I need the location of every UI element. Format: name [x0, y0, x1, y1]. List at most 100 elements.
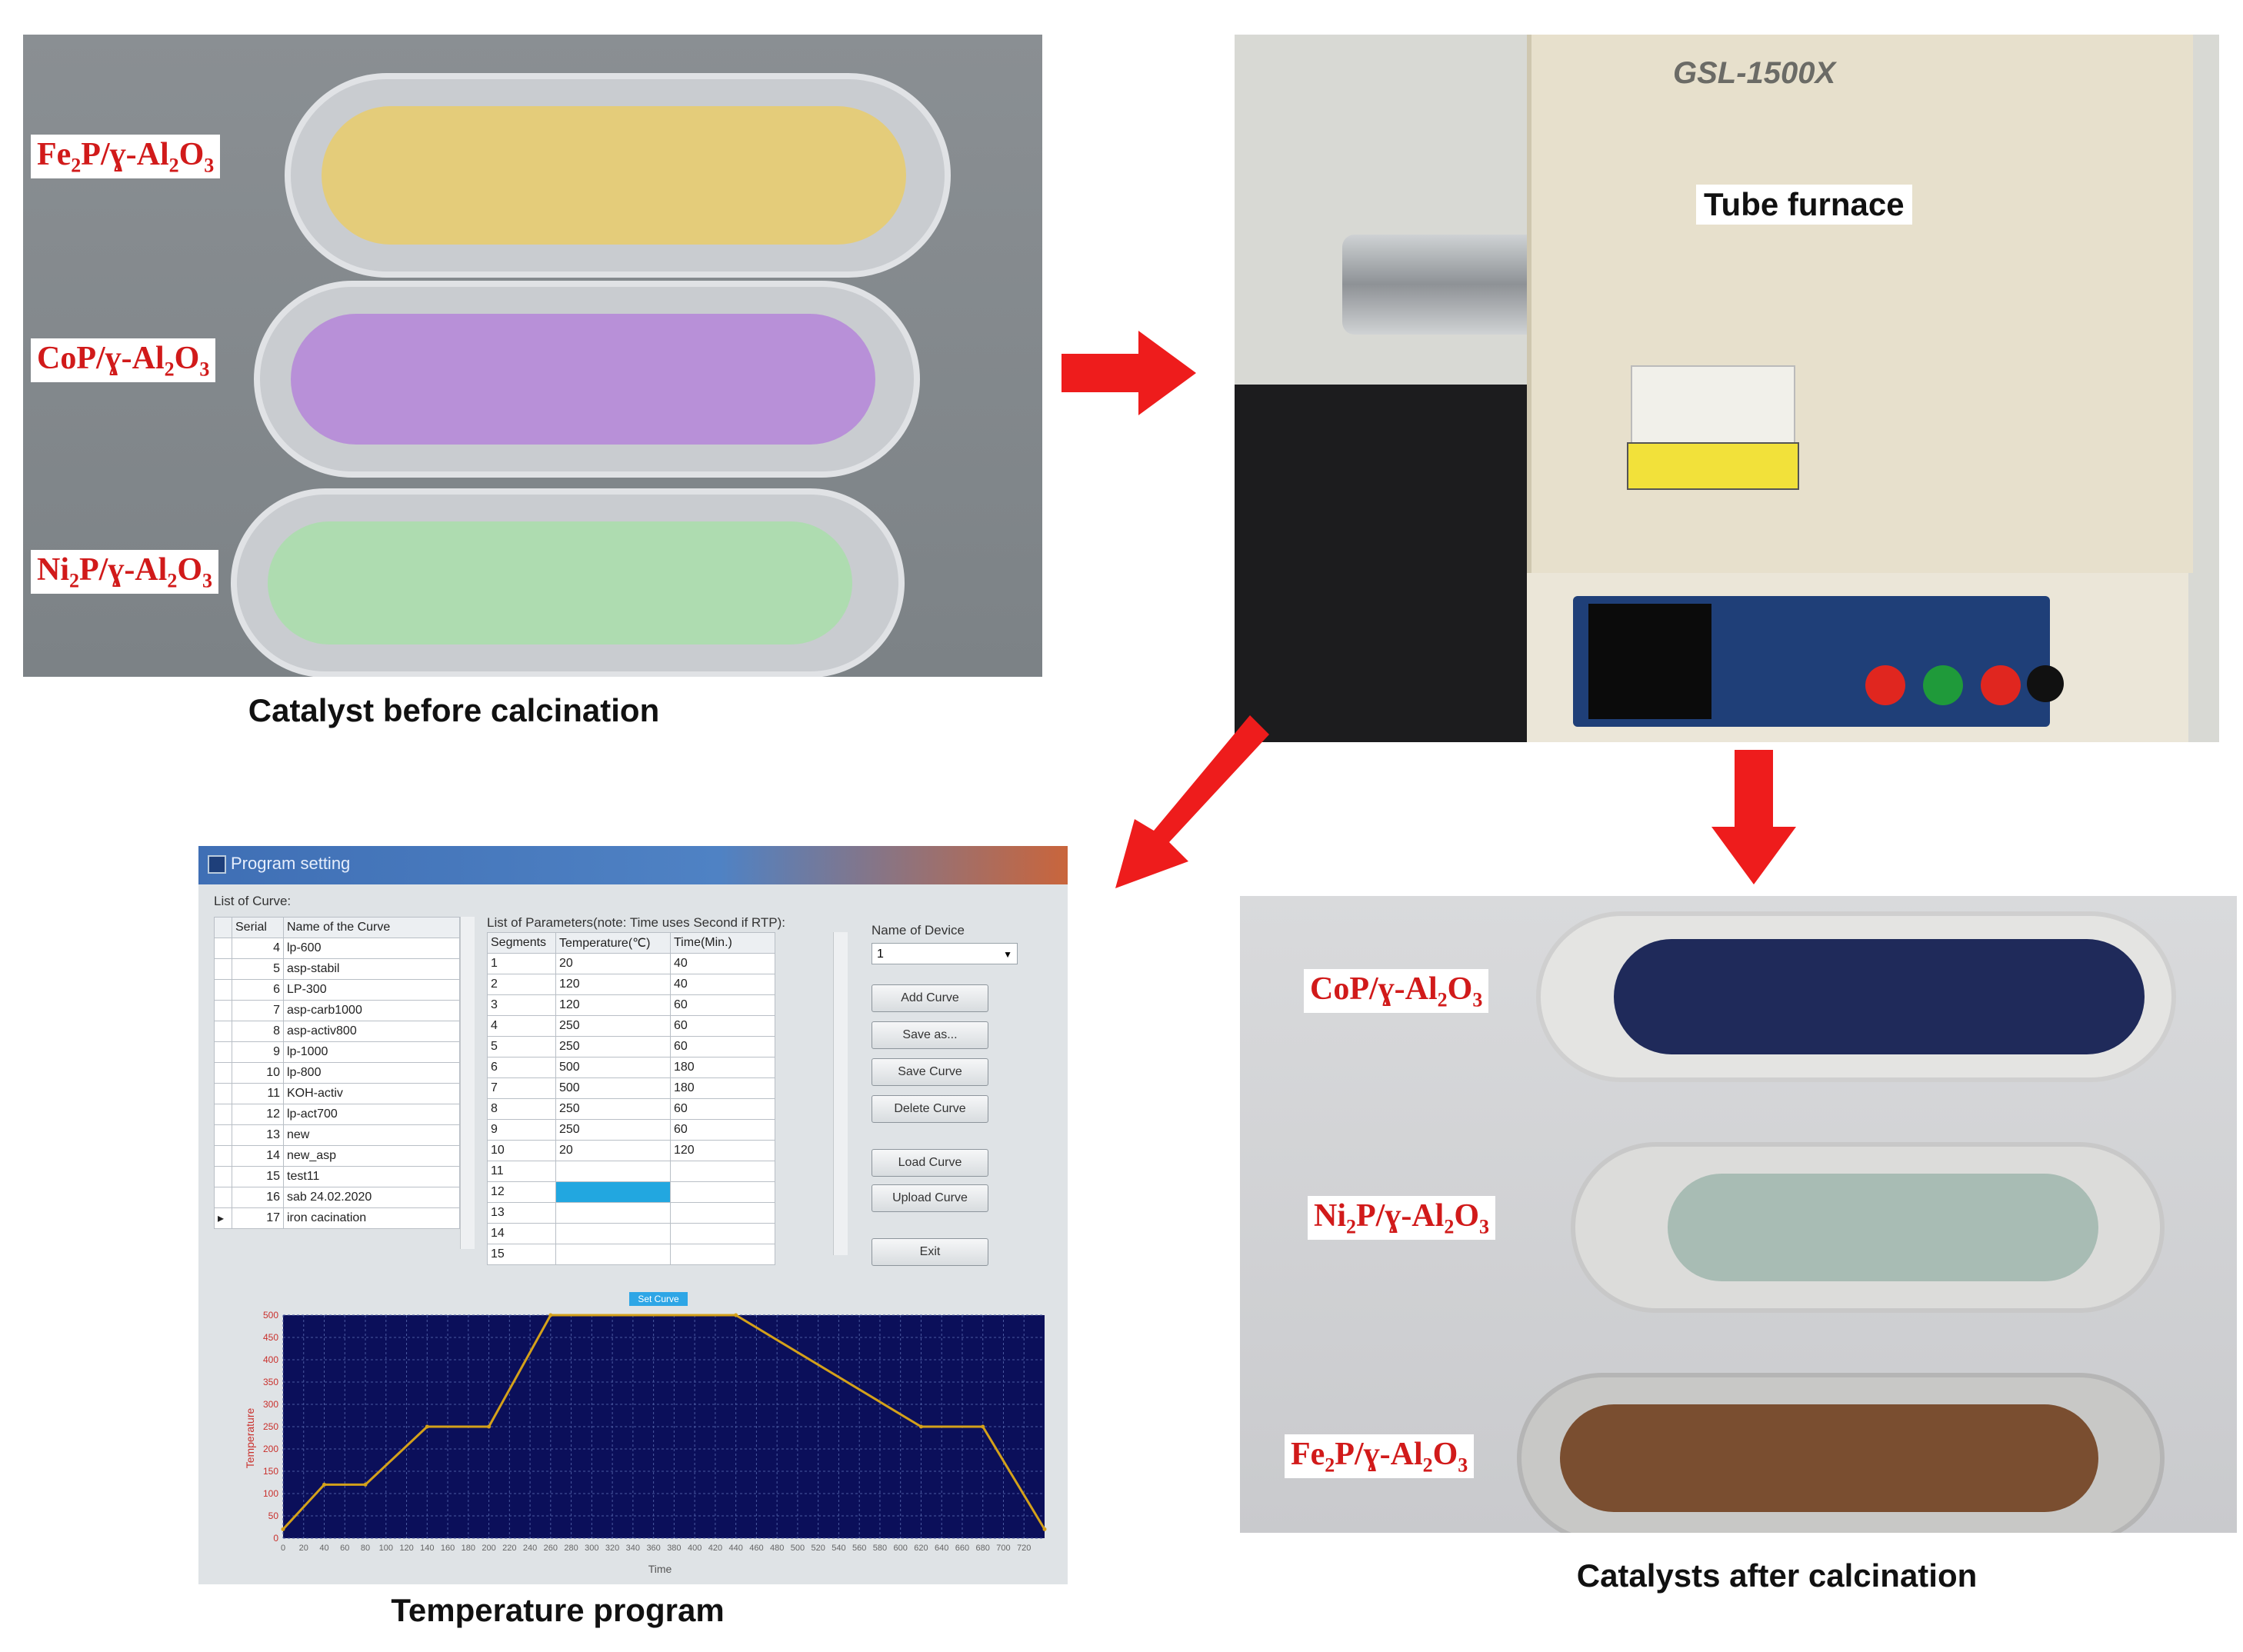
laptop [1235, 385, 1542, 742]
knob [2027, 665, 2064, 702]
label-before-ni2p: Ni2P/ɣ-Al2O3 [31, 550, 218, 595]
table-row[interactable]: 13 [487, 1202, 775, 1224]
list-of-params-label: List of Parameters(note: Time uses Secon… [487, 915, 786, 930]
table-row[interactable]: 11 [487, 1161, 775, 1182]
params-table-scrollbar[interactable] [833, 932, 848, 1255]
caption-after: Catalysts after calcination [1576, 1557, 1978, 1594]
boat-after-fe2p [1517, 1373, 2165, 1533]
x-tick-label: 220 [502, 1544, 516, 1553]
boat-after-cop [1536, 911, 2176, 1082]
label-after-fe2p: Fe2P/ɣ-Al2O3 [1285, 1434, 1475, 1479]
list-of-curve-label: List of Curve: [214, 894, 292, 908]
caption-program: Temperature program [391, 1592, 725, 1628]
chevron-down-icon: ▼ [1003, 949, 1012, 960]
table-row[interactable]: 15 [487, 1244, 775, 1265]
caption-before: Catalyst before calcination [248, 692, 660, 728]
params-table-header: Segments Temperature(℃) Time(Min.) [487, 932, 775, 954]
window-title: Program setting [231, 854, 351, 873]
table-row[interactable]: 14 [487, 1223, 775, 1244]
selected-cell[interactable] [555, 1181, 671, 1203]
x-tick-label: 80 [361, 1544, 370, 1553]
exit-button[interactable]: Exit [872, 1238, 988, 1266]
x-tick-label: 140 [420, 1544, 434, 1553]
device-select[interactable]: 1 ▼ [872, 943, 1018, 964]
data-point [281, 1527, 285, 1531]
load-curve-button[interactable]: Load Curve [872, 1149, 988, 1177]
tube-furnace-photo: GSL-1500X [1235, 35, 2219, 742]
x-tick-label: 340 [626, 1544, 640, 1553]
data-point [363, 1482, 368, 1487]
x-tick-label: 100 [379, 1544, 393, 1553]
x-tick-label: 120 [399, 1544, 413, 1553]
boat-cop [254, 281, 920, 478]
x-tick-label: 200 [482, 1544, 495, 1553]
program-setting-window: Program setting List of Curve: List of P… [198, 846, 1068, 1584]
device-select-value: 1 [877, 948, 884, 961]
set-curve-tab[interactable]: Set Curve [629, 1292, 688, 1306]
label-before-fe2p: Fe2P/ɣ-Al2O3 [31, 135, 221, 179]
save-as-button[interactable]: Save as... [872, 1021, 988, 1049]
x-tick-label: 540 [832, 1544, 845, 1553]
boat-ni2p [231, 488, 905, 677]
data-point [981, 1424, 985, 1429]
y-tick-label: 300 [263, 1399, 278, 1410]
curve-table-scrollbar[interactable] [460, 917, 475, 1249]
x-tick-label: 260 [544, 1544, 558, 1553]
upload-curve-button[interactable]: Upload Curve [872, 1184, 988, 1212]
y-tick-label: 150 [263, 1466, 278, 1477]
col-serial: Serial [232, 917, 284, 938]
furnace-label: Tube furnace [1696, 185, 1912, 225]
delete-curve-button[interactable]: Delete Curve [872, 1095, 988, 1123]
red-button-2 [1981, 665, 2021, 705]
x-tick-label: 640 [935, 1544, 948, 1553]
x-tick-label: 680 [976, 1544, 990, 1553]
x-tick-label: 180 [462, 1544, 475, 1553]
add-curve-button[interactable]: Add Curve [872, 984, 988, 1012]
y-tick-label: 0 [273, 1533, 278, 1544]
x-tick-label: 280 [564, 1544, 578, 1553]
save-curve-button[interactable]: Save Curve [872, 1058, 988, 1086]
table-row[interactable]: 12 [487, 1181, 775, 1203]
x-tick-label: 380 [667, 1544, 681, 1553]
arrow-right [1062, 331, 1196, 415]
arrow-down-left [1115, 715, 1269, 888]
x-tick-label: 700 [996, 1544, 1010, 1553]
data-point [734, 1313, 738, 1317]
x-tick-label: 480 [770, 1544, 784, 1553]
x-tick-label: 60 [340, 1544, 349, 1553]
y-tick-label: 350 [263, 1377, 278, 1387]
x-tick-label: 500 [791, 1544, 805, 1553]
control-panel [1527, 573, 2188, 742]
caution-sticker [1627, 442, 1799, 490]
x-tick-label: 560 [852, 1544, 866, 1553]
x-tick-label: 600 [894, 1544, 908, 1553]
x-tick-label: 620 [914, 1544, 928, 1553]
col-segments: Segments [487, 932, 556, 954]
x-tick-label: 20 [299, 1544, 308, 1553]
curve-table-header: Serial Name of the Curve [214, 917, 460, 938]
